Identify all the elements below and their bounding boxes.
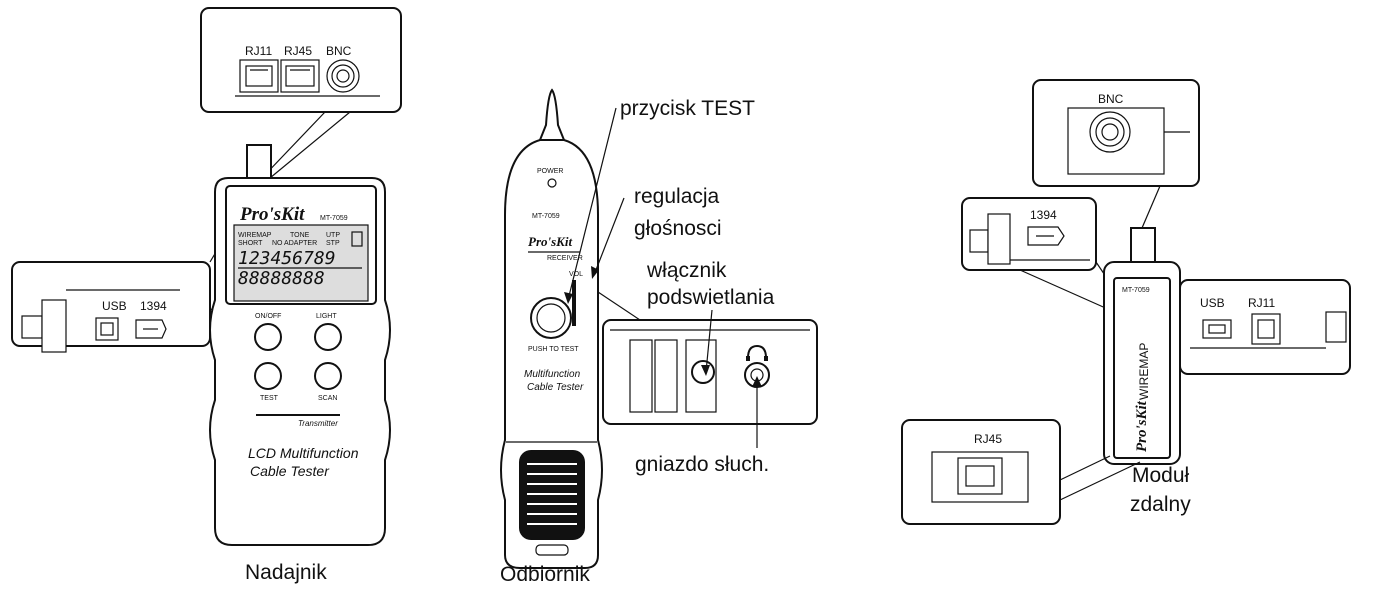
battery-icon <box>351 231 363 247</box>
lcd-segments: 88888888 <box>238 268 325 289</box>
test-button-callout: przycisk TEST <box>620 97 755 120</box>
transmitter-caption: Nadajnik <box>245 561 327 584</box>
remote-1394-label: 1394 <box>1030 208 1057 222</box>
ieee1394-label: 1394 <box>140 299 167 313</box>
remote-caption-line2: zdalny <box>1130 493 1191 516</box>
onoff-button[interactable] <box>254 323 282 351</box>
remote-bnc-callout: BNC <box>1032 79 1200 187</box>
scan-label: SCAN <box>318 395 337 402</box>
receiver-sub: RECEIVER <box>547 255 583 262</box>
vol-label: VOL <box>569 271 583 278</box>
jack-callout: gniazdo słuch. <box>635 453 769 476</box>
rj45-label: RJ45 <box>284 44 312 58</box>
light-button[interactable] <box>314 323 342 351</box>
rj45-port <box>280 59 320 93</box>
lcd-digits: 123456789 <box>238 248 336 269</box>
remote-brand: Pro'sKit <box>1134 400 1150 452</box>
headphone-icon <box>747 344 767 359</box>
transmitter-brand: Pro'sKit <box>239 204 305 225</box>
scan-button[interactable] <box>314 362 342 390</box>
volume-slider[interactable] <box>572 280 576 326</box>
rj11-label: RJ11 <box>245 44 272 58</box>
transmitter-lcd: WIREMAP TONE UTP SHORT NO ADAPTER STP 12… <box>233 224 369 302</box>
onoff-label: ON/OFF <box>255 313 281 320</box>
push-to-test-label: PUSH TO TEST <box>528 346 579 353</box>
remote-model: MT-7059 <box>1122 287 1150 294</box>
receiver-brand: Pro'sKit <box>528 234 572 249</box>
light-callout-line2: podswietlania <box>647 286 775 309</box>
light-callout-line1: włącznik <box>646 259 727 282</box>
test-label: TEST <box>260 395 279 402</box>
speaker-grille <box>519 450 585 540</box>
lcd-stp: STP <box>326 240 340 247</box>
remote-usb-label: USB <box>1200 296 1225 310</box>
usb-label: USB <box>102 299 127 313</box>
volume-callout-line1: regulacja <box>634 185 720 208</box>
transmitter-footer: Transmitter <box>298 419 338 428</box>
receiver: POWER MT-7059 Pro'sKit RECEIVER PUSH TO … <box>500 88 818 586</box>
light-switch[interactable] <box>691 360 715 384</box>
transmitter-side-callout: USB 1394 <box>11 261 211 353</box>
receiver-side-callout <box>602 319 818 425</box>
bnc-label: BNC <box>326 44 352 58</box>
transmitter-product-line2: Cable Tester <box>250 463 330 479</box>
receiver-product-line1: Multifunction <box>524 369 581 380</box>
remote-1394-callout: 1394 <box>961 197 1097 271</box>
power-label: POWER <box>537 168 563 175</box>
remote-module: BNC 1394 USB RJ11 <box>901 79 1351 525</box>
remote-wiremap: WIREMAP <box>1137 343 1151 400</box>
lcd-no-adapter: NO ADAPTER <box>272 240 317 247</box>
transmitter-top-callout: RJ11 RJ45 BNC <box>200 7 402 113</box>
remote-rj11-label: RJ11 <box>1248 296 1275 310</box>
lcd-utp: UTP <box>326 232 340 239</box>
receiver-probe <box>538 88 566 141</box>
receiver-product-line2: Cable Tester <box>527 382 584 393</box>
volume-callout-line2: głośnosci <box>634 217 722 240</box>
transmitter-product-line1: LCD Multifunction <box>248 445 359 461</box>
lcd-tone: TONE <box>290 232 310 239</box>
rj11-port <box>239 59 279 93</box>
light-label: LIGHT <box>316 313 337 320</box>
remote-rj45-label: RJ45 <box>974 432 1002 446</box>
remote-rj45-callout: RJ45 <box>901 419 1061 525</box>
transmitter-connector <box>246 144 272 180</box>
usb-port <box>95 317 119 341</box>
transmitter: RJ11 RJ45 BNC <box>11 7 402 584</box>
power-led <box>547 178 557 188</box>
receiver-caption: Odbiornik <box>500 563 590 586</box>
lcd-short: SHORT <box>238 240 263 247</box>
remote-bnc-connector <box>1130 227 1156 263</box>
remote-caption-line1: Moduł <box>1132 464 1190 487</box>
remote-bnc-label: BNC <box>1098 92 1124 106</box>
test-button[interactable] <box>254 362 282 390</box>
receiver-model: MT-7059 <box>532 213 560 220</box>
transmitter-model: MT-7059 <box>320 215 348 222</box>
bnc-port <box>326 59 360 93</box>
remote-usb-rj11-callout: USB RJ11 <box>1179 279 1351 375</box>
lcd-wiremap: WIREMAP <box>238 232 272 239</box>
